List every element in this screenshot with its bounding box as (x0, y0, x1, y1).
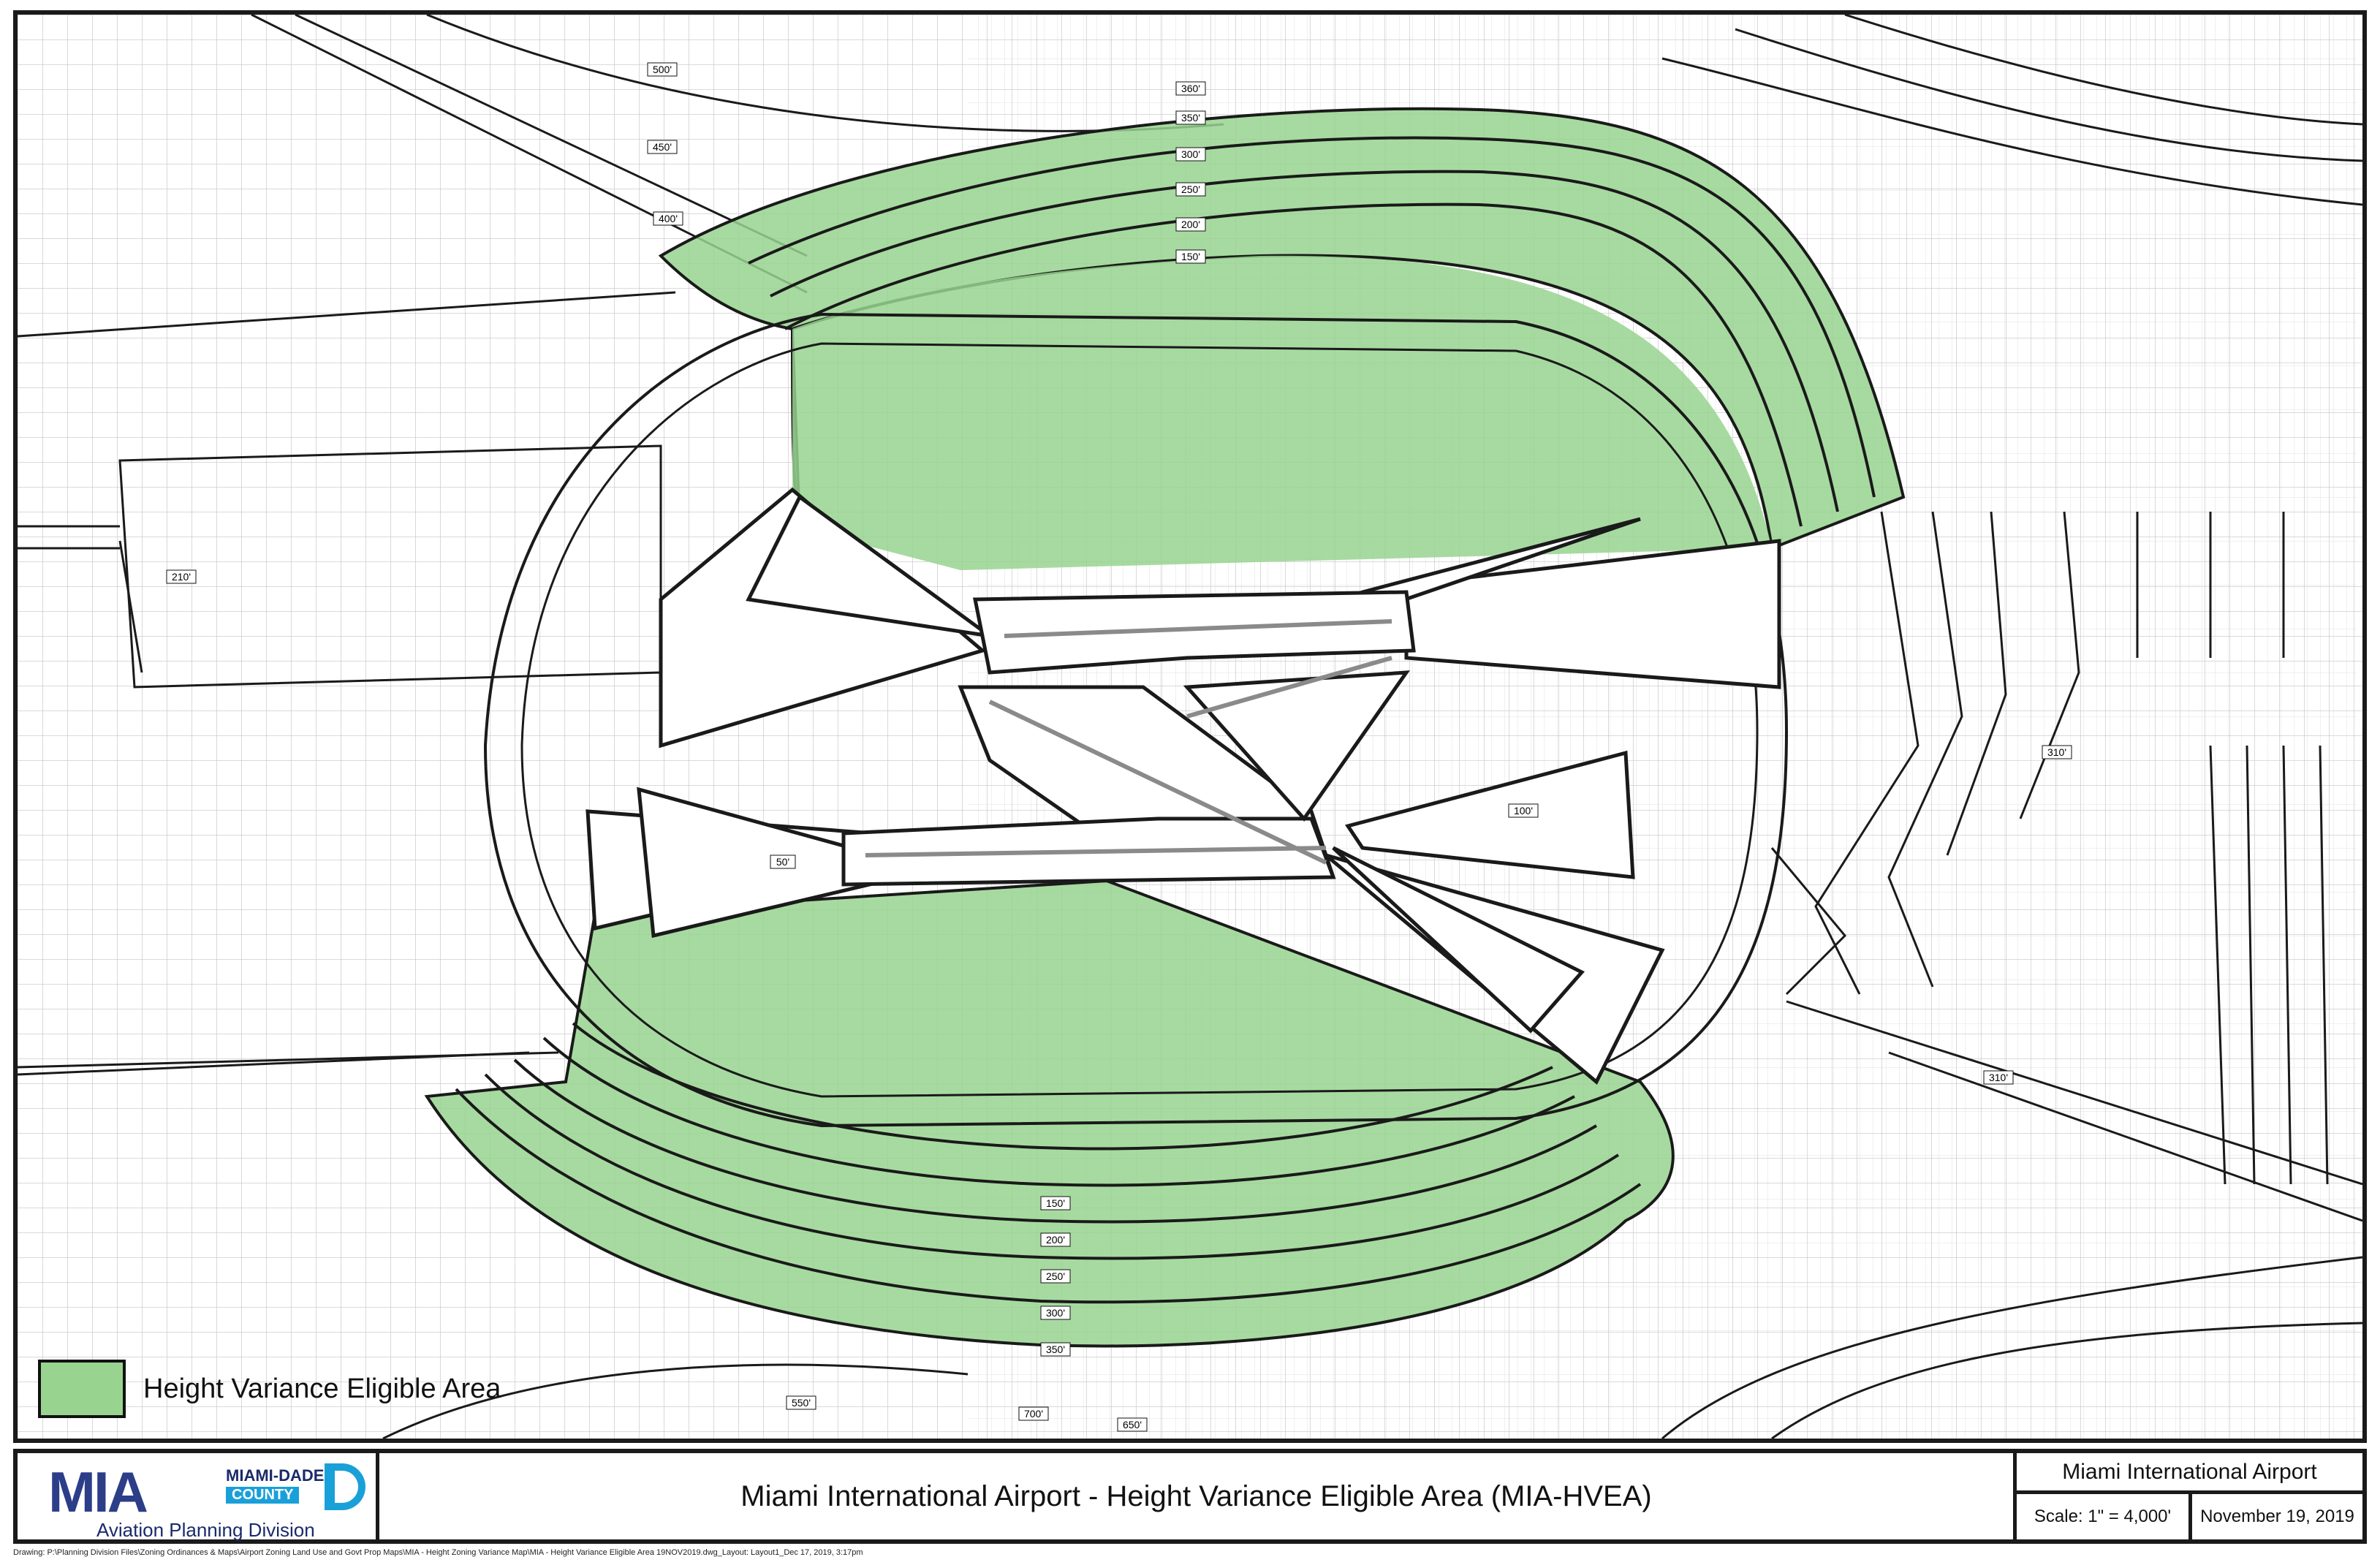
label-misc-3: 550' (792, 1397, 811, 1409)
runway-centerlines (865, 619, 1392, 865)
label-box-top (1175, 81, 1206, 96)
county-logo-line1: MIAMI-DADE (226, 1466, 325, 1485)
label-misc-6: 310' (2047, 746, 2066, 758)
label-misc-9: 50' (776, 856, 789, 868)
label-north-3: 200' (1181, 219, 1200, 230)
label-misc-5: 700' (1024, 1408, 1043, 1420)
map-canvas: 360' 350' 300' 250' 200' 150' 150' 200' … (18, 15, 2362, 1439)
title-block: MIA MIAMI-DADE COUNTY Aviation Planning … (13, 1449, 2367, 1544)
map-scale: Scale: 1" = 4,000' (2017, 1494, 2192, 1539)
county-logo-line2: COUNTY (226, 1487, 300, 1504)
legend-label: Height Variance Eligible Area (143, 1373, 501, 1404)
logo-panel: MIA MIAMI-DADE COUNTY Aviation Planning … (18, 1453, 379, 1541)
label-north-2: 250' (1181, 183, 1200, 195)
label-north-4: 150' (1181, 251, 1200, 262)
label-misc-0: 500' (653, 64, 672, 75)
label-contour-top: 360' (1181, 83, 1200, 94)
eligible-area-north-inner (792, 255, 1772, 570)
mia-logo: MIA (48, 1460, 148, 1524)
airport-boundary (483, 312, 1789, 1128)
legend: Height Variance Eligible Area (38, 1360, 501, 1418)
info-panel: Miami International Airport Scale: 1" = … (2017, 1453, 2362, 1539)
label-south-3: 300' (1046, 1307, 1065, 1319)
label-south-4: 350' (1046, 1344, 1065, 1355)
eligible-area-south (424, 879, 1675, 1348)
label-north-0: 350' (1181, 112, 1200, 124)
label-south-1: 200' (1046, 1234, 1065, 1246)
label-south-0: 150' (1046, 1197, 1065, 1209)
label-misc-4: 650' (1123, 1419, 1142, 1431)
map-date: November 19, 2019 (2200, 1507, 2354, 1526)
label-south-2: 250' (1046, 1270, 1065, 1282)
county-d-icon (325, 1463, 365, 1510)
west-contours (18, 444, 662, 1076)
legend-swatch (38, 1360, 126, 1418)
label-misc-8: 100' (1514, 805, 1533, 816)
map-title: Miami International Airport - Height Var… (379, 1453, 2017, 1539)
drawing-path: Drawing: P:\Planning Division Files\Zoni… (13, 1548, 863, 1557)
east-contours (1770, 511, 2362, 1222)
map-frame: 360' 350' 300' 250' 200' 150' 150' 200' … (13, 10, 2367, 1443)
label-misc-1: 450' (653, 141, 672, 153)
label-misc-2: 400' (659, 213, 678, 224)
runway-approaches (585, 487, 1781, 1085)
label-misc-6b: 310' (1989, 1072, 2008, 1083)
label-misc-7: 210' (172, 571, 191, 583)
label-north-1: 300' (1181, 148, 1200, 160)
division-name: Aviation Planning Division (96, 1519, 315, 1541)
airport-name: Miami International Airport (2017, 1453, 2362, 1494)
outer-contours (18, 15, 2362, 1439)
contour-labels: 360' 350' 300' 250' 200' 150' 150' 200' … (166, 62, 2072, 1432)
